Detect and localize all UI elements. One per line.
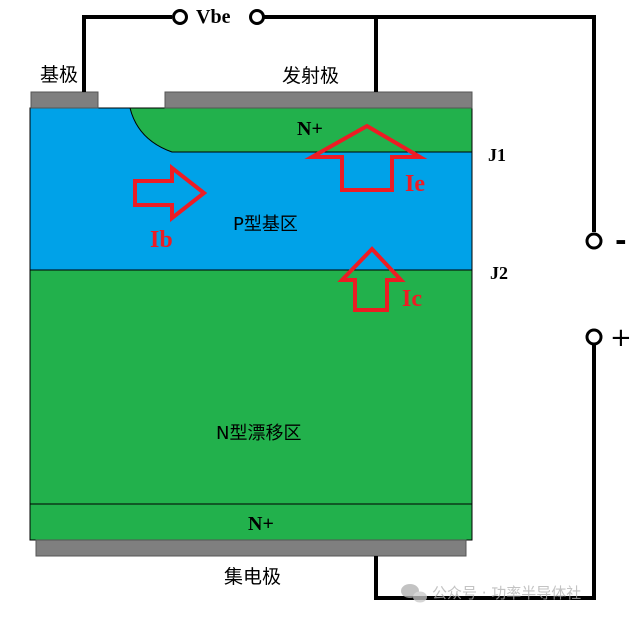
ib-arrow-icon — [133, 163, 208, 223]
n-drift-region-label: N型漂移区 — [216, 423, 301, 444]
n-plus-bottom-layer — [29, 503, 473, 541]
plus-terminal — [585, 328, 603, 346]
plus-terminal-label: + — [610, 323, 632, 353]
vbe-terminal-left — [172, 9, 188, 25]
wire-base-to-vbe — [82, 15, 172, 92]
vbe-label: Vbe — [196, 6, 231, 28]
n-drift-region — [29, 269, 473, 505]
vbe-terminal-right — [249, 9, 265, 25]
ie-label: Ie — [405, 171, 425, 197]
ie-arrow-icon — [304, 123, 428, 192]
p-base-region-label: P型基区 — [233, 214, 298, 235]
ic-arrow-icon — [337, 246, 406, 312]
junction-j2-label: J2 — [490, 263, 508, 283]
collector-electrode-label: 集电极 — [224, 566, 281, 588]
n-plus-top-label: N+ — [297, 118, 323, 140]
junction-j1-label: J1 — [488, 145, 506, 165]
minus-terminal — [585, 232, 603, 250]
n-plus-emitter-well — [129, 107, 473, 153]
ic-label: Ic — [402, 286, 422, 312]
minus-terminal-label: - — [615, 224, 627, 257]
watermark: 公众号 · 功率半导体社 — [401, 584, 581, 603]
base-metal-contact — [30, 91, 99, 109]
n-plus-bottom-label: N+ — [248, 513, 274, 535]
emitter-metal-contact — [164, 91, 473, 109]
watermark-text: 公众号 · 功率半导体社 — [432, 584, 581, 602]
ib-label: Ib — [150, 227, 173, 253]
collector-metal-contact — [35, 539, 467, 557]
wechat-icon — [401, 584, 427, 603]
wire-collector-to-plus — [374, 344, 596, 600]
emitter-electrode-label: 发射极 — [282, 65, 339, 87]
base-electrode-label: 基极 — [40, 64, 78, 86]
